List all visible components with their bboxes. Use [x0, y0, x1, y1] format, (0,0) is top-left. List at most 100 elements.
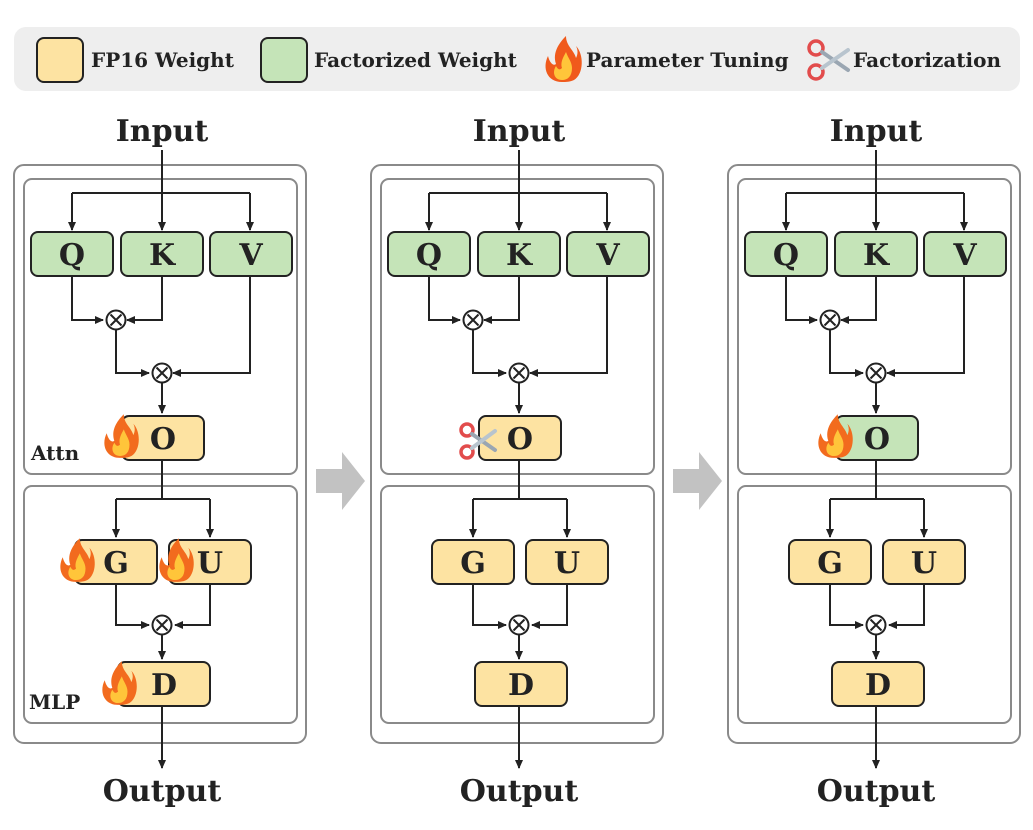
output-label: Output — [817, 774, 936, 809]
gu-multiply-icon — [508, 614, 530, 636]
g-block-label: G — [460, 546, 486, 581]
input-label: Input — [473, 114, 566, 149]
u-block-label: U — [911, 546, 937, 581]
gu-multiply-icon — [865, 614, 887, 636]
k-weight-block: K — [477, 231, 561, 277]
o-block-label: O — [507, 422, 533, 457]
q-to-mult-arrow — [71, 276, 104, 324]
attn-v-multiply-icon — [508, 362, 530, 384]
fire-icon — [545, 36, 582, 82]
g-weight-block: G — [431, 539, 515, 585]
k-block-label: K — [506, 238, 533, 273]
g-to-mult-arrow — [472, 584, 507, 629]
u-fire-icon — [159, 538, 194, 582]
v-block-label: V — [238, 238, 263, 273]
mlp-frame — [23, 485, 298, 724]
d-block-box — [474, 661, 568, 707]
qk-multiply-icon — [105, 309, 127, 331]
o-block-label: O — [864, 422, 890, 457]
scissors-icon — [807, 39, 850, 81]
q-weight-block: Q — [744, 231, 828, 277]
v-block-label: V — [952, 238, 977, 273]
legend: FP16 Weight Factorized Weight Parameter … — [14, 27, 1020, 91]
d-fire-icon — [102, 661, 137, 705]
v-to-mult-arrow — [172, 276, 251, 377]
factorized-swatch — [260, 37, 308, 83]
d-block-box — [831, 661, 925, 707]
qk-to-mult-arrow — [115, 330, 150, 377]
v-to-mult-arrow — [886, 276, 965, 377]
mlp-frame — [737, 485, 1012, 724]
u-block-label: U — [197, 546, 223, 581]
attn-v-multiply-icon — [151, 362, 173, 384]
fp16-swatch — [36, 37, 84, 83]
u-to-mult-arrow — [888, 584, 925, 629]
panel-frame — [727, 164, 1021, 744]
g-weight-block: G — [788, 539, 872, 585]
q-block-label: Q — [773, 238, 799, 273]
g-fire-icon — [60, 538, 95, 582]
u-weight-block: U — [525, 539, 609, 585]
q-weight-block: Q — [30, 231, 114, 277]
k-weight-block: K — [834, 231, 918, 277]
d-block-label: D — [508, 668, 534, 703]
attn-frame — [23, 178, 298, 475]
qk-to-mult-arrow — [472, 330, 507, 377]
k-block-label: K — [863, 238, 890, 273]
u-block-label: U — [554, 546, 580, 581]
v-weight-block: V — [209, 231, 293, 277]
gu-multiply-icon — [151, 614, 173, 636]
qk-multiply-icon — [462, 309, 484, 331]
attn-v-multiply-icon — [865, 362, 887, 384]
o-weight-block: O — [478, 415, 562, 461]
k-weight-block: K — [120, 231, 204, 277]
q-weight-block: Q — [387, 231, 471, 277]
q-to-mult-arrow — [785, 276, 818, 324]
u-weight-block: U — [882, 539, 966, 585]
k-block-label: K — [149, 238, 176, 273]
o-scissors-icon — [459, 422, 497, 460]
mlp-frame — [380, 485, 655, 724]
d-block-label: D — [865, 668, 891, 703]
legend-factorization-label: Factorization — [853, 48, 1001, 72]
step-arrow-1 — [316, 452, 365, 510]
output-label: Output — [460, 774, 579, 809]
legend-factorized-label: Factorized Weight — [314, 48, 518, 72]
step-arrow-2 — [673, 452, 722, 510]
g-to-mult-arrow — [115, 584, 150, 629]
d-weight-block: D — [831, 661, 925, 707]
k-to-mult-arrow — [483, 276, 520, 324]
attn-label: Attn — [30, 441, 80, 465]
k-to-mult-arrow — [126, 276, 163, 324]
q-to-mult-arrow — [428, 276, 461, 324]
qk-to-mult-arrow — [829, 330, 864, 377]
panel-frame — [370, 164, 664, 744]
o-fire-icon — [818, 414, 853, 458]
output-label: Output — [103, 774, 222, 809]
q-block-label: Q — [59, 238, 85, 273]
attn-frame — [737, 178, 1012, 475]
o-weight-block: O — [121, 415, 205, 461]
v-weight-block: V — [923, 231, 1007, 277]
d-block-label: D — [151, 668, 177, 703]
g-block-label: G — [817, 546, 843, 581]
q-block-label: Q — [416, 238, 442, 273]
legend-tuning-label: Parameter Tuning — [586, 48, 789, 72]
legend-fp16-label: FP16 Weight — [91, 48, 235, 72]
input-label: Input — [116, 114, 209, 149]
mlp-label: MLP — [29, 690, 80, 714]
k-to-mult-arrow — [840, 276, 877, 324]
o-fire-icon — [104, 414, 139, 458]
g-block-label: G — [103, 546, 129, 581]
o-block-label: O — [150, 422, 176, 457]
panel-frame — [13, 164, 307, 744]
u-to-mult-arrow — [531, 584, 568, 629]
d-weight-block: D — [474, 661, 568, 707]
g-to-mult-arrow — [829, 584, 864, 629]
attn-frame — [380, 178, 655, 475]
